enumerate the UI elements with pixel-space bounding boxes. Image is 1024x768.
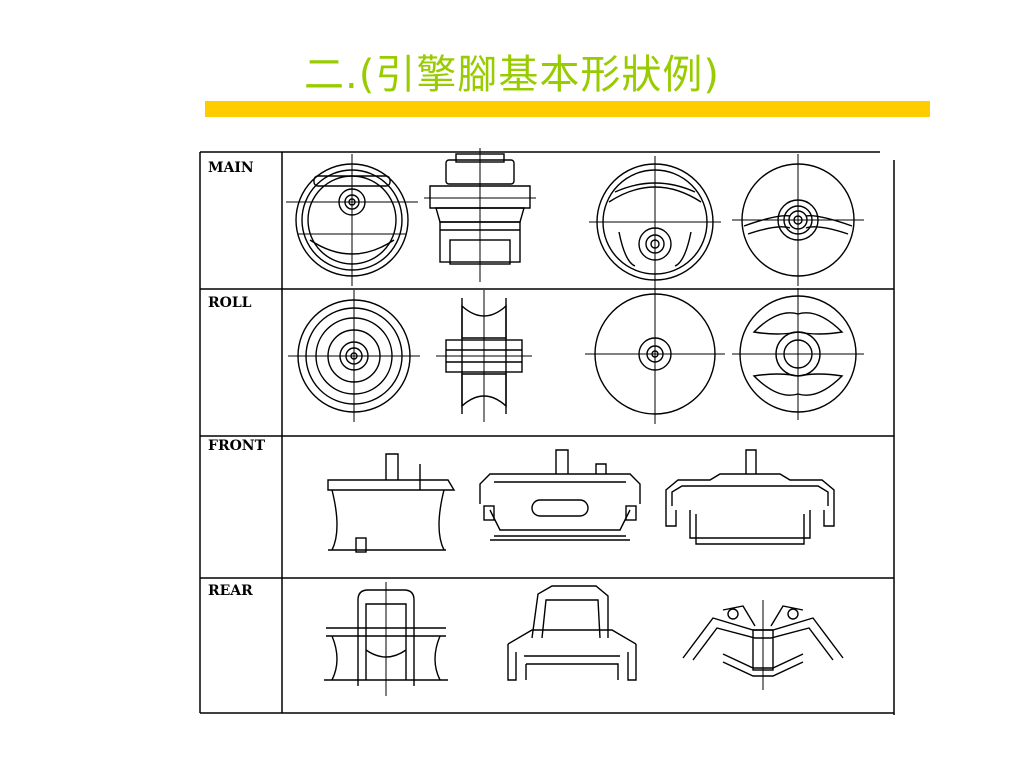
row-label-main: MAIN [208, 160, 254, 176]
front-mount-drawings [327, 449, 835, 553]
row-label-front: FRONT [208, 438, 265, 454]
rear-mount-drawings [324, 582, 844, 696]
figure-drawing [199, 148, 895, 715]
row-label-roll: ROLL [208, 295, 252, 311]
engine-mount-figure-table: MAIN ROLL FRONT REAR [190, 140, 910, 720]
title-accent-bar [205, 101, 930, 117]
slide-title: 二.(引擎腳基本形狀例) [304, 52, 720, 98]
roll-mount-drawings [288, 284, 864, 424]
main-mount-drawings [286, 148, 864, 288]
row-label-rear: REAR [208, 583, 253, 599]
